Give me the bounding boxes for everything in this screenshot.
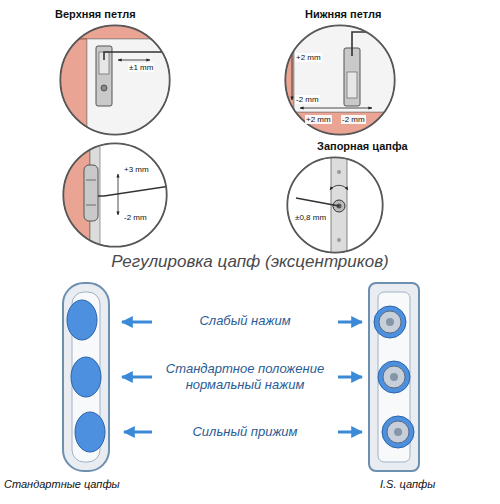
- trunnion-strip: I.S. цапфы: [368, 282, 420, 472]
- hinge-side-figure: [60, 140, 175, 250]
- detail-inset: Запорная цапфа±0,8 mm: [287, 157, 383, 253]
- lock-pin-figure: [285, 155, 385, 255]
- inset-heading: Верхняя петля: [55, 8, 136, 21]
- detail-inset: Нижняя петля+2 mm-2 mm+2 mm-2 mm: [285, 25, 395, 135]
- pointer-arrows: [122, 322, 362, 432]
- dimension-label: ±0,8 mm: [294, 213, 327, 222]
- dimension-label: -2 mm: [341, 115, 366, 124]
- upper-hinge-figure: [55, 20, 180, 149]
- pressure-label: Стандартное положение нормальный нажим: [160, 361, 330, 394]
- dimension-label: -2 mm: [123, 213, 148, 222]
- dimension-label: +2 mm: [295, 53, 322, 62]
- strip-caption: Стандартные цапфы: [4, 478, 120, 491]
- dimension-label: +3 mm: [123, 165, 150, 174]
- pressure-label: Слабый нажим: [160, 313, 330, 329]
- strip-caption: I.S. цапфы: [380, 478, 435, 491]
- inset-heading: Запорная цапфа: [317, 140, 408, 153]
- inset-heading: Нижняя петля: [305, 8, 381, 21]
- lower-hinge-figure: [280, 20, 405, 145]
- dimension-label: ±1 mm: [128, 63, 154, 72]
- is-trunnion-strip: [368, 282, 420, 472]
- pressure-label: Сильный прижим: [160, 424, 330, 440]
- trunnion-strip: Стандартные цапфы: [62, 282, 110, 472]
- inset-outline: [285, 25, 395, 135]
- detail-inset: Верхняя петля±1 mm: [60, 25, 170, 135]
- inset-outline: [60, 25, 170, 135]
- inset-outline: [287, 157, 383, 253]
- detail-inset: +3 mm -2 mm: [63, 143, 167, 247]
- inset-outline: [63, 143, 167, 247]
- dimension-label: -2 mm: [295, 95, 320, 104]
- diagram-title: Регулировка цапф (эксцентриков): [0, 252, 500, 272]
- dimension-label: +2 mm: [305, 115, 332, 124]
- standard-trunnion-strip: [62, 282, 110, 472]
